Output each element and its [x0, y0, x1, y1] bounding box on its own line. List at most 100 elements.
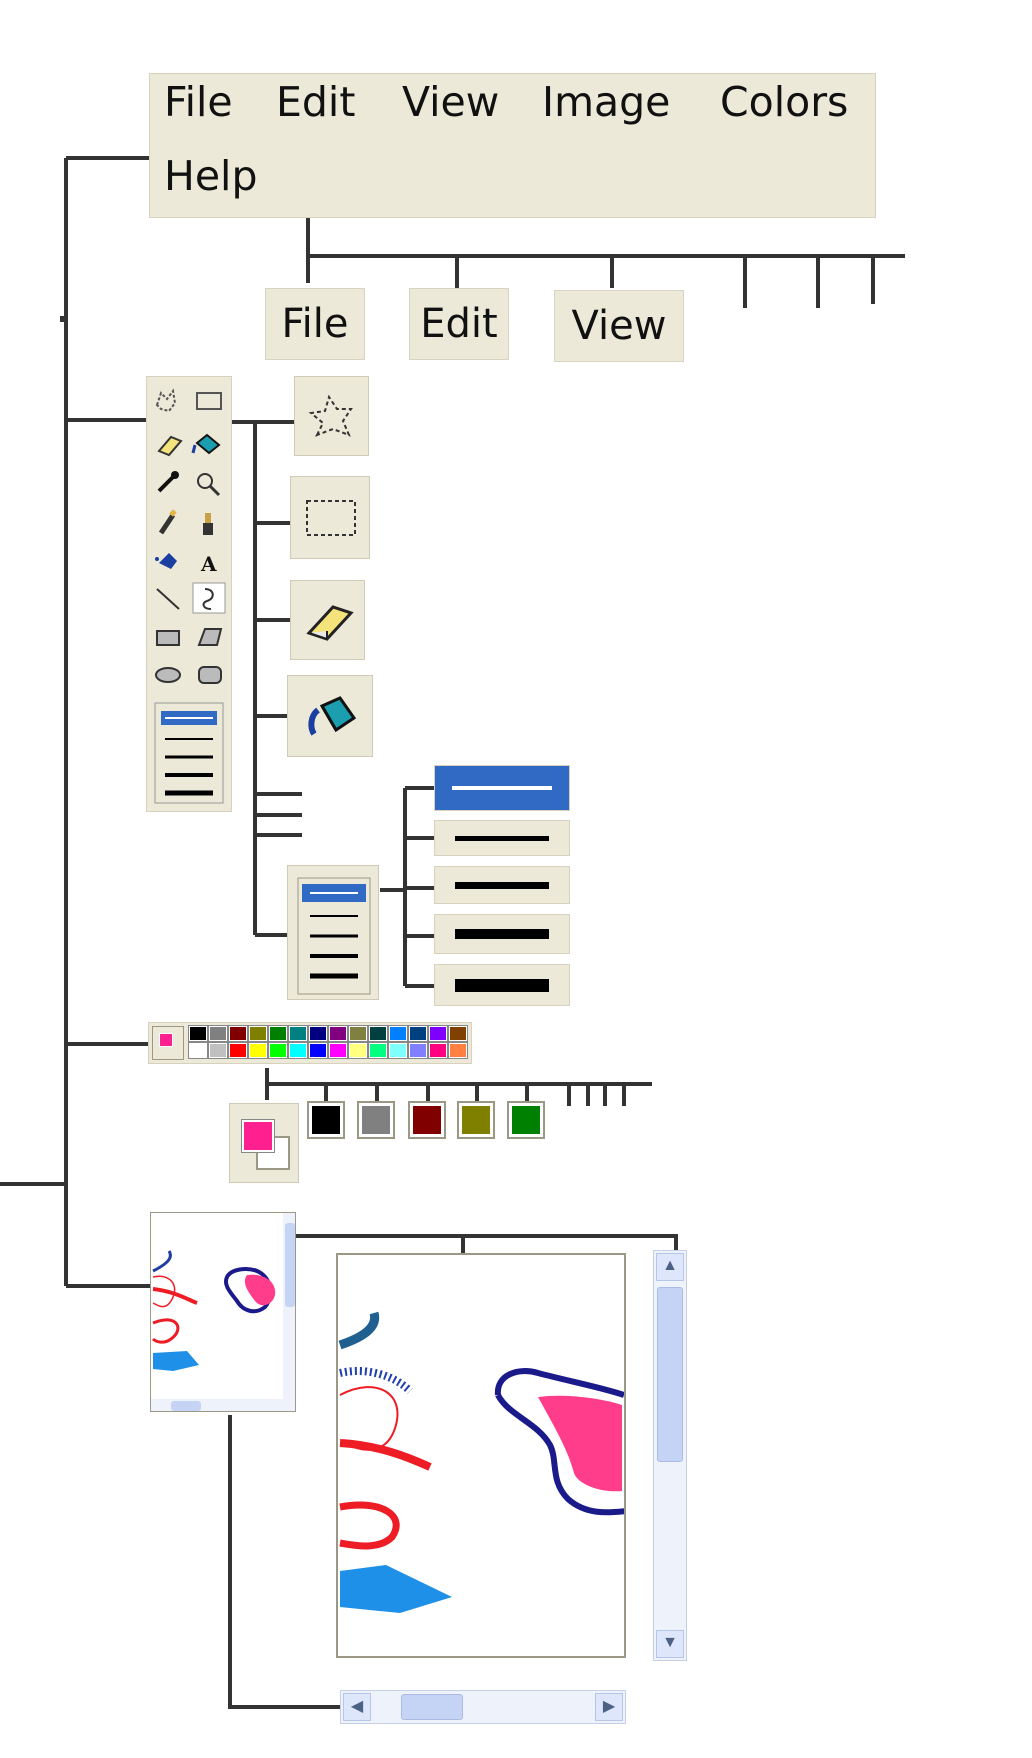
menu-edit[interactable]: Edit — [276, 78, 356, 126]
scroll-down-button[interactable]: ▼ — [656, 1630, 684, 1658]
submenu-file[interactable]: File — [265, 288, 365, 360]
line-width-option-3[interactable] — [434, 866, 570, 904]
line-sample-4 — [455, 929, 549, 939]
scroll-thumb[interactable] — [657, 1287, 683, 1462]
palette-swatch[interactable] — [368, 1025, 388, 1042]
foreground-color — [159, 1033, 173, 1047]
line-width-selector[interactable] — [154, 702, 224, 804]
palette-swatch[interactable] — [348, 1042, 368, 1059]
scroll-up-button[interactable]: ▲ — [656, 1253, 684, 1281]
palette-swatch[interactable] — [368, 1042, 388, 1059]
toolbox-icons: A — [154, 388, 226, 804]
brush-icon[interactable] — [203, 513, 213, 535]
current-color-box[interactable] — [229, 1103, 299, 1183]
menu-help[interactable]: Help — [164, 152, 258, 200]
palette-swatch[interactable] — [248, 1042, 268, 1059]
horizontal-scrollbar[interactable]: ◀ ▶ — [340, 1690, 626, 1724]
palette-swatch[interactable] — [428, 1025, 448, 1042]
airbrush-icon[interactable] — [155, 553, 177, 569]
line-width-option-4[interactable] — [434, 914, 570, 954]
swatch-expanded[interactable] — [457, 1101, 495, 1139]
menu-file[interactable]: File — [164, 78, 233, 126]
line-sample-5 — [455, 978, 549, 992]
palette-swatch[interactable] — [188, 1042, 208, 1059]
rectangle-icon[interactable] — [156, 630, 180, 646]
palette-swatch[interactable] — [268, 1025, 288, 1042]
rect-select-icon — [306, 500, 356, 536]
line-sample-3 — [455, 881, 549, 889]
line-sample-2 — [455, 835, 549, 841]
ellipse-icon[interactable] — [155, 667, 181, 683]
tool-line-width[interactable] — [287, 865, 379, 1000]
tool-free-select[interactable] — [294, 376, 369, 456]
palette-swatch[interactable] — [208, 1025, 228, 1042]
canvas-thumbnail — [150, 1212, 296, 1412]
palette-swatch[interactable] — [448, 1042, 468, 1059]
palette-swatch[interactable] — [448, 1025, 468, 1042]
eraser-icon[interactable] — [157, 435, 183, 457]
swatch-expanded[interactable] — [507, 1101, 545, 1139]
rounded-rect-icon[interactable] — [198, 666, 222, 684]
palette-swatch[interactable] — [408, 1042, 428, 1059]
polygon-icon[interactable] — [197, 628, 223, 646]
vertical-scrollbar[interactable]: ▲ ▼ — [653, 1250, 687, 1661]
eraser-icon — [306, 605, 354, 641]
pencil-icon[interactable] — [158, 509, 177, 535]
toolbox: A — [146, 376, 232, 812]
hscroll-thumb[interactable] — [401, 1694, 463, 1720]
scroll-left-button[interactable]: ◀ — [343, 1693, 371, 1721]
palette-swatch[interactable] — [388, 1025, 408, 1042]
palette-swatch[interactable] — [428, 1042, 448, 1059]
line-width-option-5[interactable] — [434, 964, 570, 1006]
palette-swatch[interactable] — [288, 1025, 308, 1042]
palette-swatch[interactable] — [408, 1025, 428, 1042]
fill-icon[interactable] — [191, 433, 221, 455]
palette-swatch[interactable] — [308, 1025, 328, 1042]
rect-select-icon[interactable] — [196, 392, 222, 410]
magnifier-icon[interactable] — [197, 473, 221, 497]
swatch-expanded[interactable] — [307, 1101, 345, 1139]
free-select-icon — [308, 394, 353, 437]
picker-icon[interactable] — [157, 471, 179, 493]
line-icon[interactable] — [156, 588, 180, 610]
tool-rect-select[interactable] — [290, 476, 370, 559]
line-width-icon — [297, 877, 371, 995]
palette-swatch[interactable] — [288, 1042, 308, 1059]
palette-swatch[interactable] — [328, 1025, 348, 1042]
submenu-view[interactable]: View — [554, 290, 684, 362]
palette-swatch[interactable] — [308, 1042, 328, 1059]
curve-icon[interactable] — [192, 582, 226, 614]
scroll-right-button[interactable]: ▶ — [595, 1693, 623, 1721]
free-select-icon[interactable] — [155, 388, 177, 413]
text-icon[interactable]: A — [200, 552, 217, 576]
canvas-drawing — [338, 1311, 624, 1613]
submenu-edit[interactable]: Edit — [409, 288, 509, 360]
line-sample-1 — [452, 786, 552, 790]
menu-bar: File Edit View Image Colors Help — [149, 73, 876, 218]
tool-fill[interactable] — [287, 675, 373, 757]
foreground-color-square — [242, 1120, 274, 1152]
line-width-option-1[interactable] — [434, 765, 570, 811]
palette-swatch[interactable] — [188, 1025, 208, 1042]
palette-swatch[interactable] — [248, 1025, 268, 1042]
palette-swatch[interactable] — [268, 1042, 288, 1059]
palette-swatch[interactable] — [208, 1042, 228, 1059]
palette-swatch[interactable] — [348, 1025, 368, 1042]
menu-image[interactable]: Image — [542, 78, 671, 126]
thumbnail-drawing — [151, 1213, 295, 1411]
swatch-expanded[interactable] — [357, 1101, 395, 1139]
menu-view[interactable]: View — [402, 78, 500, 126]
svg-text:A: A — [200, 552, 217, 576]
palette-swatch[interactable] — [388, 1042, 408, 1059]
menu-colors[interactable]: Colors — [720, 78, 849, 126]
line-width-option-2[interactable] — [434, 820, 570, 856]
tool-eraser[interactable] — [290, 580, 365, 660]
current-colors[interactable] — [152, 1026, 184, 1060]
palette-swatch[interactable] — [328, 1042, 348, 1059]
swatch-expanded[interactable] — [408, 1101, 446, 1139]
canvas-area[interactable] — [336, 1253, 626, 1658]
palette-swatch[interactable] — [228, 1042, 248, 1059]
palette-grid — [188, 1025, 469, 1060]
palette-swatch[interactable] — [228, 1025, 248, 1042]
color-palette — [148, 1022, 472, 1064]
